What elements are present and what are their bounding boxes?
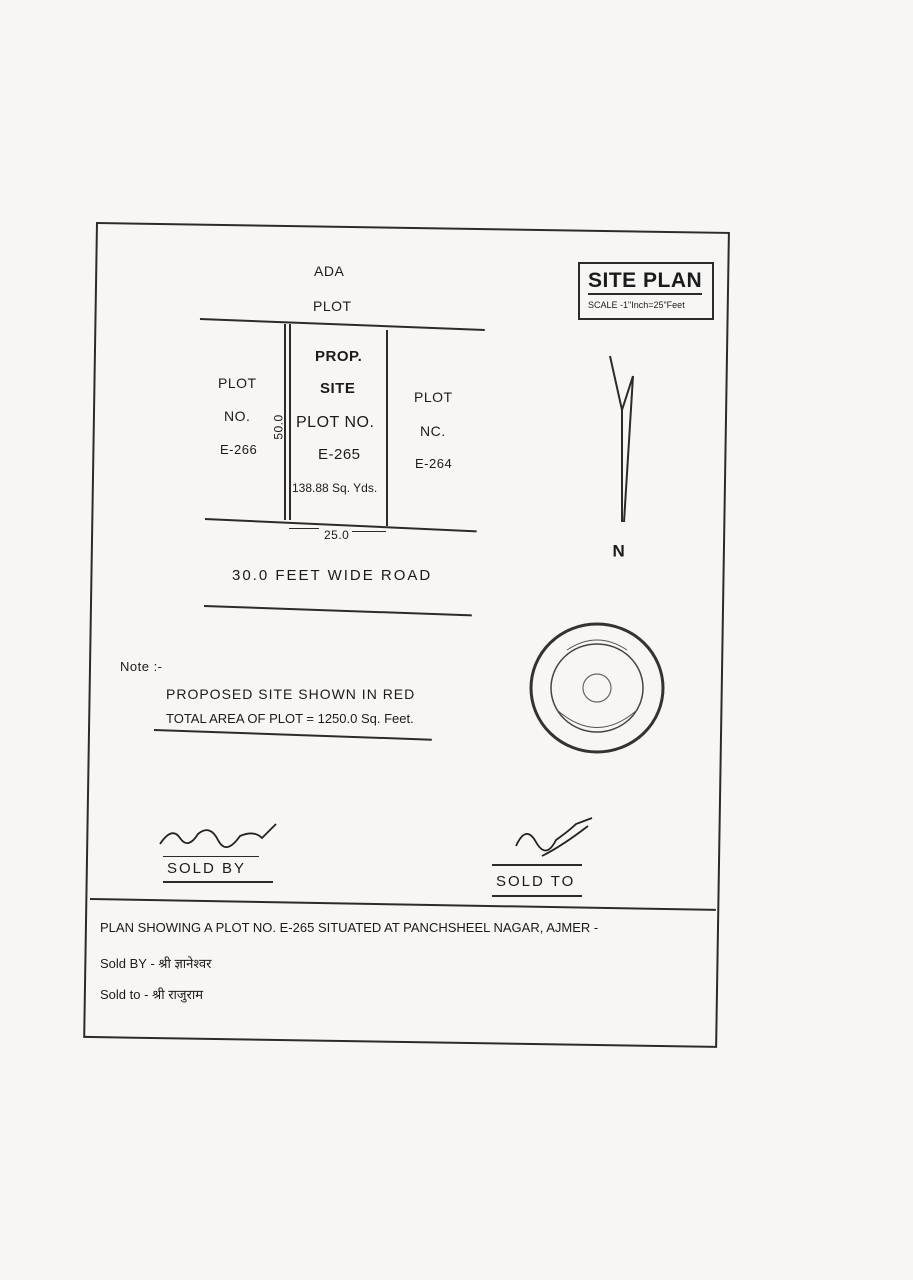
sold-by-label: SOLD BY: [167, 860, 247, 877]
sold-by-rule-bottom: [163, 881, 273, 883]
left-plot-line1: PLOT: [218, 375, 257, 391]
prop-site-line3: PLOT NO.: [296, 414, 375, 431]
prop-site-line1: PROP.: [315, 348, 363, 365]
north-arrow-icon: [609, 355, 634, 523]
scale-text: SCALE -1"Inch=25"Feet: [588, 300, 685, 310]
road-label: 30.0 FEET WIDE ROAD: [232, 567, 433, 584]
sold-by-signature-icon: [159, 823, 277, 848]
sold-to-signature-icon: [515, 817, 593, 857]
prop-site-left-line2: [289, 324, 291, 520]
left-plot-line3: E-266: [220, 442, 258, 457]
sold-to-label: SOLD TO: [496, 873, 576, 890]
right-plot-line3: E-264: [415, 456, 453, 471]
sold-to-rule-top: [492, 864, 582, 866]
top-neighbor-line2: PLOT: [313, 298, 352, 314]
site-plan-box: SITE PLAN SCALE -1"Inch=25"Feet: [578, 262, 714, 320]
dim-depth: 50.0: [271, 414, 286, 440]
prop-site-line4: E-265: [318, 446, 361, 463]
left-plot-line2: NO.: [224, 408, 251, 424]
dim-width-line-right: [352, 531, 386, 532]
official-seal-icon: [529, 622, 665, 754]
sold-by-rule-top: [163, 856, 259, 857]
footer-sold-by: Sold BY - श्री ज्ञानेश्वर: [100, 956, 212, 971]
prop-site-area: 138.88 Sq. Yds.: [292, 481, 378, 495]
right-plot-line1: PLOT: [414, 389, 453, 405]
footer-sold-to: Sold to - श्री राजुराम: [100, 987, 203, 1002]
dim-width-line-left: [289, 528, 319, 529]
note-line1: PROPOSED SITE SHOWN IN RED: [166, 686, 416, 702]
top-neighbor-line1: ADA: [314, 263, 345, 279]
prop-site-left-line1: [284, 324, 286, 520]
note-label: Note :-: [120, 659, 163, 674]
sold-to-rule-bottom: [492, 895, 582, 897]
dim-width: 25.0: [324, 528, 350, 542]
prop-site-right-line: [386, 330, 388, 526]
footer-description: PLAN SHOWING A PLOT NO. E-265 SITUATED A…: [100, 920, 599, 935]
prop-site-line2: SITE: [320, 380, 356, 397]
north-label: N: [612, 541, 625, 560]
site-plan-title: SITE PLAN: [588, 269, 703, 295]
right-plot-line2: NC.: [420, 423, 446, 439]
note-line2: TOTAL AREA OF PLOT = 1250.0 Sq. Feet.: [166, 711, 414, 726]
